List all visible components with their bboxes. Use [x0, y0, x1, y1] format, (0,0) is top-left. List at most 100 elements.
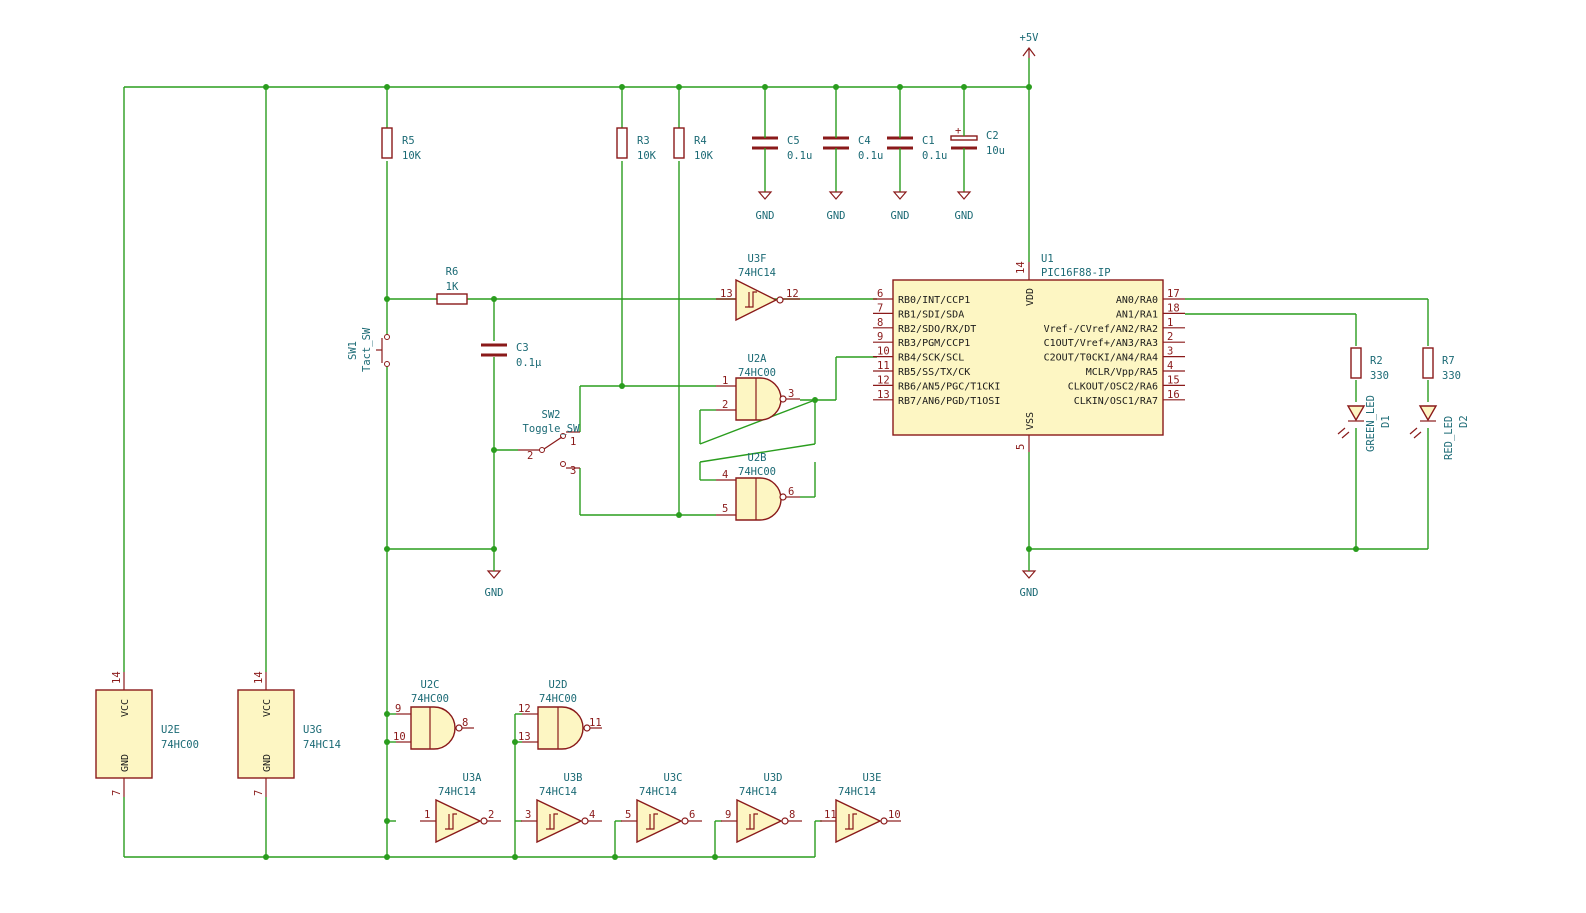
svg-text:0.1u: 0.1u: [858, 150, 883, 162]
svg-text:R5: R5: [402, 135, 415, 147]
svg-text:GREEN_LED: GREEN_LED: [1365, 395, 1377, 452]
resistor-r6: R6 1K: [436, 266, 468, 305]
capacitor-c2: + C2 10u: [950, 125, 1005, 158]
value-label: 74HC14: [739, 786, 777, 798]
pin-name: RB1/SDI/SDA: [898, 309, 964, 320]
pin-name: CLKOUT/OSC2/RA6: [1068, 381, 1158, 392]
gnd-symbol-pic: GND: [1020, 565, 1038, 599]
pin-number: 9: [877, 331, 883, 343]
nand-u2c: 9 10 8 U2C 74HC00: [393, 679, 474, 750]
svg-text:D1: D1: [1380, 415, 1392, 428]
svg-text:0.1u: 0.1u: [787, 150, 812, 162]
svg-text:VSS: VSS: [1025, 412, 1036, 430]
svg-text:330: 330: [1442, 370, 1461, 382]
pin-number: 8: [789, 809, 795, 821]
pin-number: 13: [877, 389, 890, 401]
svg-text:10K: 10K: [694, 150, 714, 162]
pin-number: 11: [824, 809, 837, 821]
svg-text:0.1μ: 0.1μ: [516, 357, 542, 369]
svg-text:GND: GND: [955, 210, 974, 222]
pin-number: 15: [1167, 374, 1180, 386]
svg-text:12: 12: [786, 288, 799, 300]
pin-name: C1OUT/Vref+/AN3/RA3: [1044, 338, 1158, 349]
svg-text:10K: 10K: [637, 150, 657, 162]
pin-number: 7: [877, 302, 883, 314]
svg-text:330: 330: [1370, 370, 1389, 382]
gnd-symbol-c4: GND: [827, 191, 846, 222]
nand-u2a: 1 2 3 U2A 74HC00: [716, 353, 800, 421]
svg-text:Toggle_SW: Toggle_SW: [523, 423, 581, 435]
svg-text:U1: U1: [1041, 253, 1054, 265]
svg-text:14: 14: [1015, 261, 1027, 274]
inverter-u3f: 13 12 U3F 74HC14: [716, 253, 800, 322]
svg-text:4: 4: [722, 469, 728, 481]
svg-text:Tact_SW: Tact_SW: [361, 327, 373, 372]
svg-text:1: 1: [722, 375, 728, 387]
svg-text:14: 14: [111, 671, 123, 684]
value-label: 74HC14: [438, 786, 476, 798]
ref-label: U3D: [764, 772, 783, 784]
pin-name: RB2/SDO/RX/DT: [898, 324, 976, 335]
pin-number: 16: [1167, 389, 1180, 401]
svg-text:U2B: U2B: [748, 452, 767, 464]
svg-text:10u: 10u: [986, 145, 1005, 157]
pin-number: 11: [877, 360, 890, 372]
nand-u2d: 12 13 11 U2D 74HC00: [518, 679, 602, 750]
svg-text:14: 14: [253, 671, 265, 684]
pic-right-pins: 17AN0/RA018AN1/RA11Vref-/CVref/AN2/RA22C…: [1044, 288, 1185, 407]
svg-text:GND: GND: [891, 210, 910, 222]
svg-text:GND: GND: [262, 754, 273, 772]
svg-text:VDD: VDD: [1025, 288, 1036, 306]
resistor-r5: R5 10K: [381, 127, 422, 162]
pin-name: Vref-/CVref/AN2/RA2: [1044, 324, 1158, 335]
pin-name: MCLR/Vpp/RA5: [1086, 367, 1158, 378]
svg-text:GND: GND: [827, 210, 846, 222]
svg-text:C3: C3: [516, 342, 529, 354]
svg-text:12: 12: [518, 703, 531, 715]
pin-name: RB6/AN5/PGC/T1CKI: [898, 381, 1000, 392]
vcc-symbol: +5V: [1020, 32, 1040, 58]
pin-number: 1: [424, 809, 430, 821]
svg-text:74HC00: 74HC00: [738, 367, 776, 379]
nand-u2b: 4 5 6 U2B 74HC00: [716, 452, 800, 521]
pin-name: AN1/RA1: [1116, 309, 1158, 320]
ref-label: U3C: [664, 772, 683, 784]
svg-text:VCC: VCC: [262, 699, 273, 717]
pin-name: RB7/AN6/PGD/T1OSI: [898, 396, 1000, 407]
svg-text:+: +: [955, 125, 961, 137]
svg-text:1K: 1K: [446, 281, 459, 293]
gnd-symbol-c1: GND: [891, 191, 910, 222]
svg-text:R3: R3: [637, 135, 650, 147]
svg-text:U3G: U3G: [303, 724, 322, 736]
svg-text:PIC16F88-IP: PIC16F88-IP: [1041, 267, 1111, 279]
svg-text:0.1u: 0.1u: [922, 150, 947, 162]
svg-text:74HC14: 74HC14: [303, 739, 341, 751]
pin-name: RB4/SCK/SCL: [898, 353, 964, 364]
svg-text:13: 13: [518, 731, 531, 743]
capacitor-c1: C1 0.1u: [887, 128, 947, 162]
capacitor-c4: C4 0.1u: [823, 128, 883, 162]
wires: [123, 58, 1429, 858]
ref-label: U3E: [863, 772, 882, 784]
svg-text:SW2: SW2: [542, 409, 561, 421]
svg-text:C5: C5: [787, 135, 800, 147]
svg-text:8: 8: [462, 717, 468, 729]
pin-number: 6: [877, 288, 883, 300]
vcc-label: +5V: [1020, 32, 1040, 44]
gnd-symbol-c3: GND: [485, 565, 503, 599]
svg-text:GND: GND: [756, 210, 775, 222]
mcu-u1: 14 VDD VSS 5 U1 PIC16F88-IP 6RB0/INT/CCP…: [873, 253, 1185, 452]
svg-text:74HC14: 74HC14: [738, 267, 776, 279]
pin-number: 10: [888, 809, 901, 821]
